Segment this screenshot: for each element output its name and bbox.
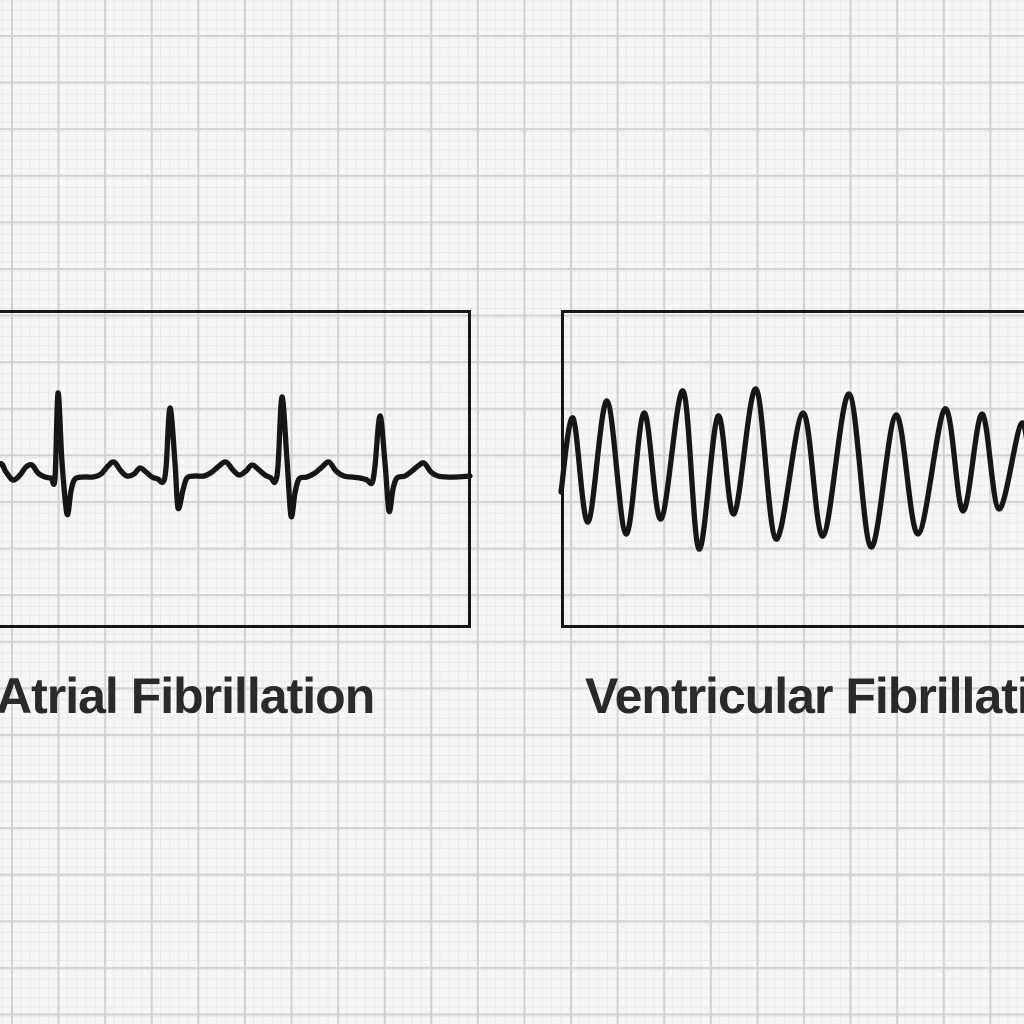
atrial-fibrillation-panel: [0, 310, 471, 628]
atrial-fibrillation-label: Atrial Fibrillation: [0, 668, 375, 724]
ventricular-fibrillation-panel: [561, 310, 1024, 628]
ventricular-fibrillation-label: Ventricular Fibrillation: [585, 668, 1024, 724]
